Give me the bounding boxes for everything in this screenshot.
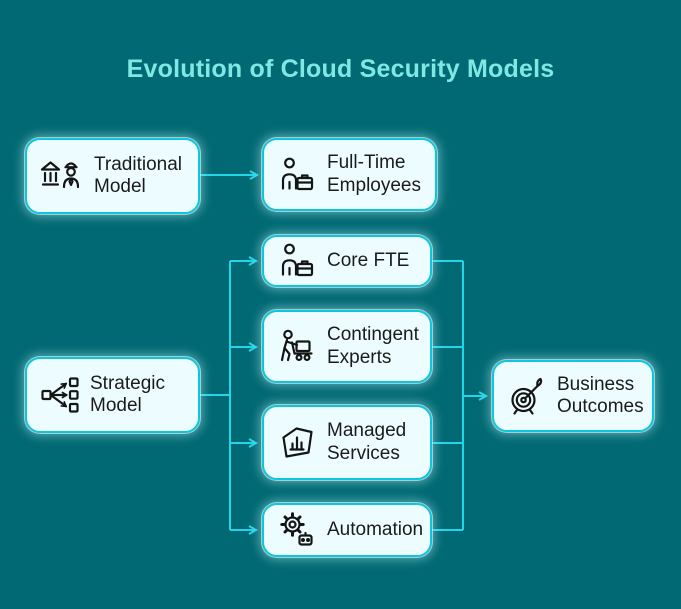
node-managed-services: Managed Services	[262, 405, 432, 480]
node-contingent-experts: Contingent Experts	[262, 310, 432, 383]
distribution-network-icon	[40, 375, 80, 415]
node-traditional-model: Traditional Model	[25, 138, 200, 214]
node-label: Automation	[327, 518, 424, 540]
node-strategic-model: Strategic Model	[25, 357, 200, 433]
bank-guard-icon	[40, 157, 84, 195]
worker-cart-icon	[277, 327, 317, 367]
gear-robot-icon	[277, 510, 317, 550]
diagram-title: Evolution of Cloud Security Models	[126, 55, 555, 83]
node-core-fte: Core FTE	[262, 235, 432, 287]
node-full-time-employees: Full-Time Employees	[262, 138, 437, 211]
service-chart-icon	[277, 423, 317, 463]
node-automation: Automation	[262, 503, 432, 557]
target-dart-icon	[507, 376, 547, 416]
node-label: Contingent Experts	[327, 324, 419, 368]
node-label: Business Outcomes	[557, 373, 644, 417]
person-briefcase-icon	[277, 241, 317, 281]
node-label: Strategic Model	[90, 372, 165, 416]
node-business-outcomes: Business Outcomes	[492, 360, 654, 432]
node-label: Full-Time Employees	[327, 152, 421, 196]
person-briefcase-icon	[277, 155, 317, 195]
node-label: Traditional Model	[94, 153, 183, 197]
node-label: Core FTE	[327, 249, 410, 271]
node-label: Managed Services	[327, 420, 407, 464]
